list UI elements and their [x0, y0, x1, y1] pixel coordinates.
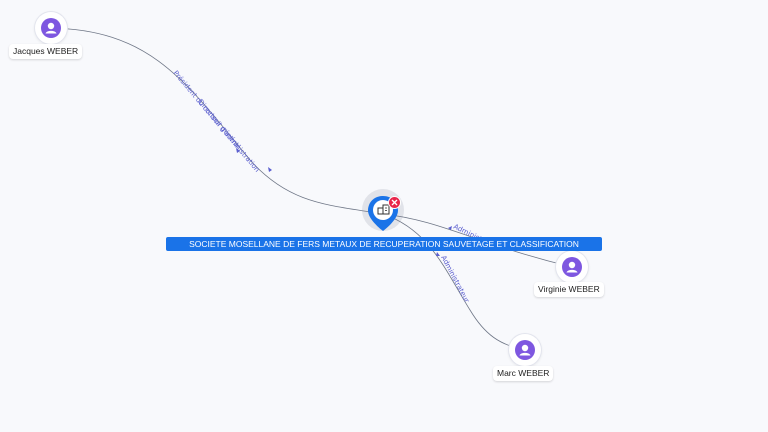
edge-label-administrateur-marc: Administrateur	[439, 254, 471, 304]
person-node-jacques-weber[interactable]	[35, 12, 67, 44]
edge-marc-weber	[382, 213, 526, 351]
person-icon	[45, 22, 57, 34]
edge-label-directeur: Directeur général	[196, 98, 242, 150]
arrow-icon	[436, 252, 440, 256]
person-node-marc-weber[interactable]	[509, 334, 541, 366]
arrow-icon	[448, 226, 452, 230]
edge-jacques-weber	[50, 27, 384, 215]
person-label-jacques-weber: Jacques WEBER	[9, 44, 83, 59]
person-icon	[566, 261, 578, 273]
person-label-virginie-weber: Virginie WEBER	[534, 282, 604, 297]
arrow-icon	[268, 167, 272, 172]
close-icon	[391, 199, 398, 206]
person-icon	[519, 344, 531, 356]
close-badge[interactable]	[388, 196, 401, 209]
company-name-label[interactable]: SOCIETE MOSELLANE DE FERS METAUX DE RECU…	[166, 237, 602, 251]
arrow-icon	[236, 148, 240, 153]
edge-virginie-weber	[382, 213, 573, 268]
person-node-virginie-weber[interactable]	[556, 251, 588, 283]
building-icon	[377, 204, 390, 215]
person-label-marc-weber: Marc WEBER	[493, 366, 554, 381]
